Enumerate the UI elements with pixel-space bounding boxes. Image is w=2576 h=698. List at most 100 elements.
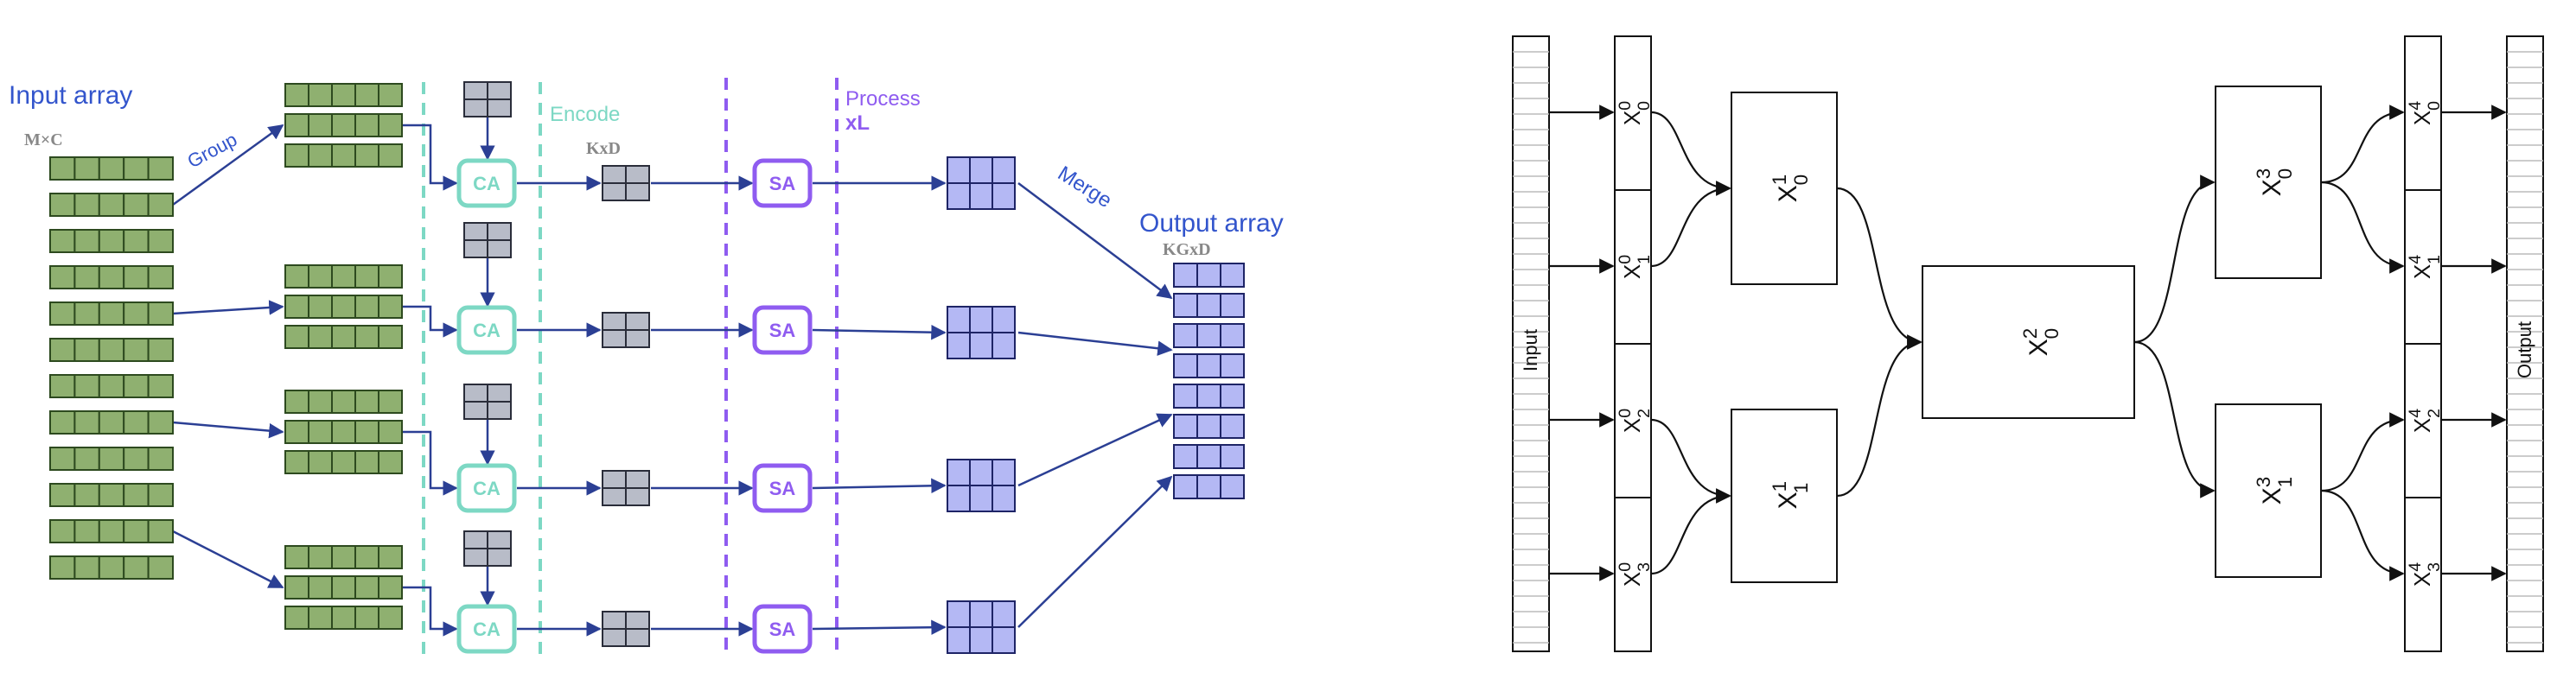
group-2-row-cell [378, 390, 403, 414]
group-to-ca-arrow-1 [403, 305, 458, 338]
input-dims-label: M×C [24, 130, 63, 149]
output-row-cell [1196, 293, 1221, 318]
group-2-row-cell [354, 420, 379, 444]
input-row-cell [123, 447, 150, 471]
self-attention-2: SA [752, 463, 813, 513]
output-row [1173, 323, 1245, 348]
encoded-array-3-cell [602, 628, 627, 647]
input-row-cell [49, 410, 76, 435]
group-1-row [284, 264, 403, 289]
group-2-row-cell [308, 390, 333, 414]
input-row-cell [73, 374, 100, 398]
group-2-row-cell [284, 390, 309, 414]
perceiver-diagram: Input array M×C Group Encode KxD Process… [9, 78, 1284, 657]
group-2-row-cell [308, 450, 333, 474]
input-row-cell [123, 193, 150, 217]
group-3-row-cell [308, 575, 333, 600]
input-row-cell [123, 338, 150, 362]
input-row-cell [49, 374, 76, 398]
self-attention-2-label: SA [769, 478, 796, 499]
latent-array-2-cell [487, 401, 512, 420]
output-row-cell [1173, 323, 1198, 348]
encoded-array-3-cell [625, 611, 650, 630]
encoded-array-2 [602, 470, 650, 506]
processed-array-2-cell [969, 485, 993, 512]
input-row-cell [123, 374, 150, 398]
output-row-cell [1220, 444, 1245, 469]
encoded-array-2-cell [625, 470, 650, 489]
group-1-row-cell [331, 325, 356, 349]
input-row-cell [49, 483, 76, 507]
input-array-label: Input array [9, 81, 132, 110]
cross-attention-0-label: CA [473, 173, 501, 194]
processed-array-0-cell [969, 182, 993, 210]
group-0-row-cell [354, 143, 379, 168]
cross-attention-3-label: CA [473, 619, 501, 640]
x1-1-to-x2-0 [1836, 334, 1922, 498]
input-row-cell [123, 483, 150, 507]
latent-array-3-cell [463, 548, 488, 567]
x1-0-box [1731, 92, 1838, 285]
x0-2-cell [1614, 343, 1652, 498]
input-row [49, 447, 175, 471]
encoded-array-0-cell [625, 182, 650, 201]
latent-array-3 [463, 530, 512, 567]
group-3-row-cell [354, 606, 379, 630]
group-arrow-0 [172, 124, 284, 206]
output-row-cell [1196, 323, 1221, 348]
group-3-row-cell [331, 575, 356, 600]
processed-array-1 [947, 306, 1016, 359]
cross-attention-1-label: CA [473, 320, 501, 341]
x4-1-label: X41 [2406, 255, 2444, 279]
output-ticks [2507, 51, 2543, 644]
input-row-cell [49, 229, 76, 253]
processed-array-3-cell [969, 600, 993, 628]
encoded-array-1-cell [625, 312, 650, 331]
group-0-row-cell [284, 113, 309, 137]
group-3-row [284, 545, 403, 569]
encoded-array-0-cell [602, 182, 627, 201]
self-attention-0-box [752, 158, 813, 208]
latent-array-0-cell [487, 81, 512, 100]
x0-3-label: X03 [1616, 562, 1654, 587]
cross-attention-1-box [456, 305, 517, 355]
input-row-cell [123, 301, 150, 326]
encoded-array-1-cell [602, 312, 627, 331]
processed-array-1-cell [992, 332, 1016, 359]
sa-to-processed-arrow-1 [812, 324, 947, 340]
group-2-row-cell [331, 450, 356, 474]
merge-arrow-3 [1017, 475, 1173, 628]
input-row-cell [73, 555, 100, 580]
input-row-cell [147, 156, 175, 181]
group-0-row-cell [308, 143, 333, 168]
merge-arrow-2 [1017, 413, 1173, 487]
output-row-cell [1220, 414, 1245, 439]
processed-array-0 [947, 156, 1016, 210]
group-1-row-cell [378, 325, 403, 349]
output-row [1173, 414, 1245, 439]
latent-array-0-cell [463, 81, 488, 100]
input-row-cell [73, 229, 100, 253]
group-3-row-cell [284, 606, 309, 630]
group-arrow-1 [172, 300, 284, 315]
x4-2-label: X42 [2406, 409, 2444, 433]
group-2-row-cell [354, 450, 379, 474]
x1-0-to-x2-0 [1836, 187, 1922, 350]
input-row-cell [49, 555, 76, 580]
group-0-row-cell [331, 113, 356, 137]
x3-1-label: X31 [2253, 477, 2296, 505]
input-label: Input [1520, 329, 1541, 371]
group-2-row-cell [354, 390, 379, 414]
encoded-array-1-cell [602, 329, 627, 348]
process-label: Process [845, 87, 921, 111]
input-row-cell [49, 338, 76, 362]
input-row-cell [123, 265, 150, 289]
group-0-row-cell [308, 113, 333, 137]
input-row [49, 229, 175, 253]
group-1-row-cell [308, 295, 333, 319]
input-row-cell [73, 193, 100, 217]
x0-1-to-x1-0 [1650, 181, 1731, 268]
self-attention-3-label: SA [769, 619, 796, 640]
latent-array-2-cell [463, 384, 488, 403]
